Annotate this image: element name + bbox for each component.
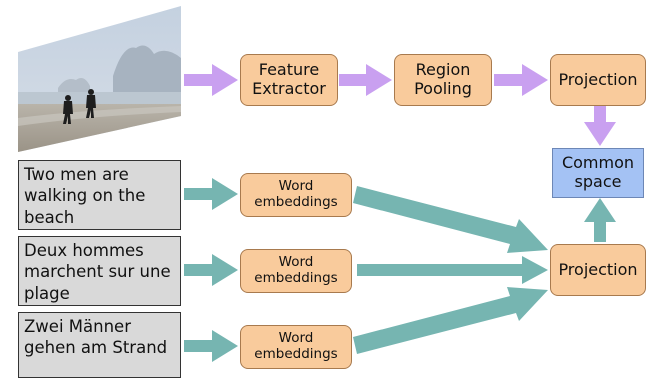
region-pooling-box: Region Pooling (394, 54, 492, 106)
common-space-box: Common space (552, 148, 644, 198)
arrow-projection-to-common-space (584, 106, 616, 146)
sentence-german: Zwei Männer gehen am Strand (18, 312, 181, 378)
beach-photo (18, 6, 181, 152)
arrow-sentence-3-to-word-embeddings (184, 330, 238, 362)
arrow-embeddings-2-to-projection (357, 256, 548, 284)
arrow-sentence-1-to-word-embeddings (184, 178, 238, 210)
feature-extractor-box: Feature Extractor (240, 54, 338, 106)
arrow-region-pooling-to-projection (494, 64, 548, 96)
arrow-photo-to-feature-extractor (184, 64, 238, 96)
word-embeddings-box-french: Word embeddings (240, 249, 352, 293)
teal-arrows (184, 178, 616, 362)
sentence-english: Two men are walking on the beach (18, 160, 181, 230)
purple-arrows (184, 64, 616, 146)
arrow-sentence-2-to-word-embeddings (184, 254, 238, 286)
word-embeddings-box-german: Word embeddings (240, 325, 352, 369)
arrow-embeddings-3-to-projection (353, 287, 548, 354)
sentence-french: Deux hommes marchent sur une plage (18, 236, 181, 306)
text-projection-box: Projection (550, 244, 646, 296)
arrow-feature-extractor-to-region-pooling (339, 64, 392, 96)
arrow-projection-to-common-space-teal (584, 198, 616, 242)
arrow-embeddings-1-to-projection (353, 186, 548, 253)
image-projection-box: Projection (550, 54, 646, 106)
word-embeddings-box-english: Word embeddings (240, 173, 352, 217)
